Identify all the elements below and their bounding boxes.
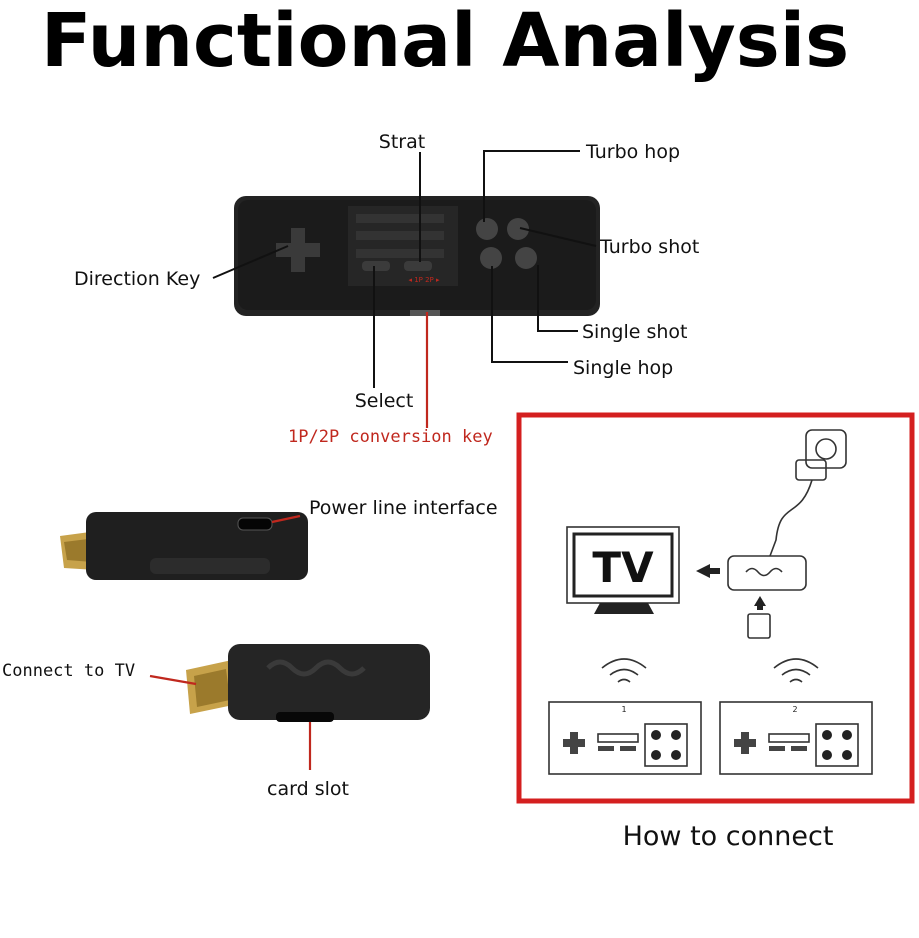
controller-1-icon: 1 xyxy=(548,701,702,775)
card-slot-label: card slot xyxy=(267,778,349,800)
up-arrow-icon xyxy=(754,596,766,606)
how-to-connect-panel: TV 1 xyxy=(516,412,915,804)
left-arrow-icon xyxy=(696,564,710,578)
start-button-icon xyxy=(404,261,432,271)
controller-illustration: ◂ 1P 2P ▸ xyxy=(234,196,600,316)
wifi-icon-left xyxy=(601,658,647,683)
turbo-hop-button-icon xyxy=(476,218,498,240)
tv-icon: TV xyxy=(566,526,680,614)
logo-icon xyxy=(266,659,366,677)
controller-2-icon: 2 xyxy=(719,701,873,775)
turbo-shot-button-icon xyxy=(507,218,529,240)
direction-key-label: Direction Key xyxy=(74,268,200,290)
sd-card-icon xyxy=(747,613,771,639)
hdmi-stick-top-illustration xyxy=(60,512,308,580)
start-label: Strat xyxy=(379,131,425,153)
single-hop-button-icon xyxy=(480,247,502,269)
turbo-hop-label: Turbo hop xyxy=(585,141,680,163)
card-slot-icon xyxy=(276,712,334,722)
power-line-label: Power line interface xyxy=(309,497,498,519)
single-hop-label: Single hop xyxy=(573,357,673,379)
single-shot-button-icon xyxy=(515,247,537,269)
page-title: Functional Analysis xyxy=(41,0,849,84)
connect-tv-label: Connect to TV xyxy=(2,661,135,681)
power-port-icon xyxy=(237,517,273,531)
wall-socket-icon xyxy=(769,429,847,557)
how-to-connect-caption: How to connect xyxy=(623,821,834,852)
tv-label: TV xyxy=(592,543,654,592)
game-stick-icon xyxy=(727,555,807,591)
single-shot-label: Single shot xyxy=(582,321,687,343)
controller-1-number: 1 xyxy=(621,705,626,714)
conversion-key-label: 1P/2P conversion key xyxy=(288,427,493,447)
controller-2-number: 2 xyxy=(792,705,797,714)
wifi-icon-right xyxy=(773,658,819,683)
hdmi-stick-bottom-illustration xyxy=(186,644,430,722)
turbo-shot-label: Turbo shot xyxy=(599,236,699,258)
select-button-icon xyxy=(362,261,390,271)
select-label: Select xyxy=(355,390,414,412)
mode-marking: ◂ 1P 2P ▸ xyxy=(408,276,440,284)
